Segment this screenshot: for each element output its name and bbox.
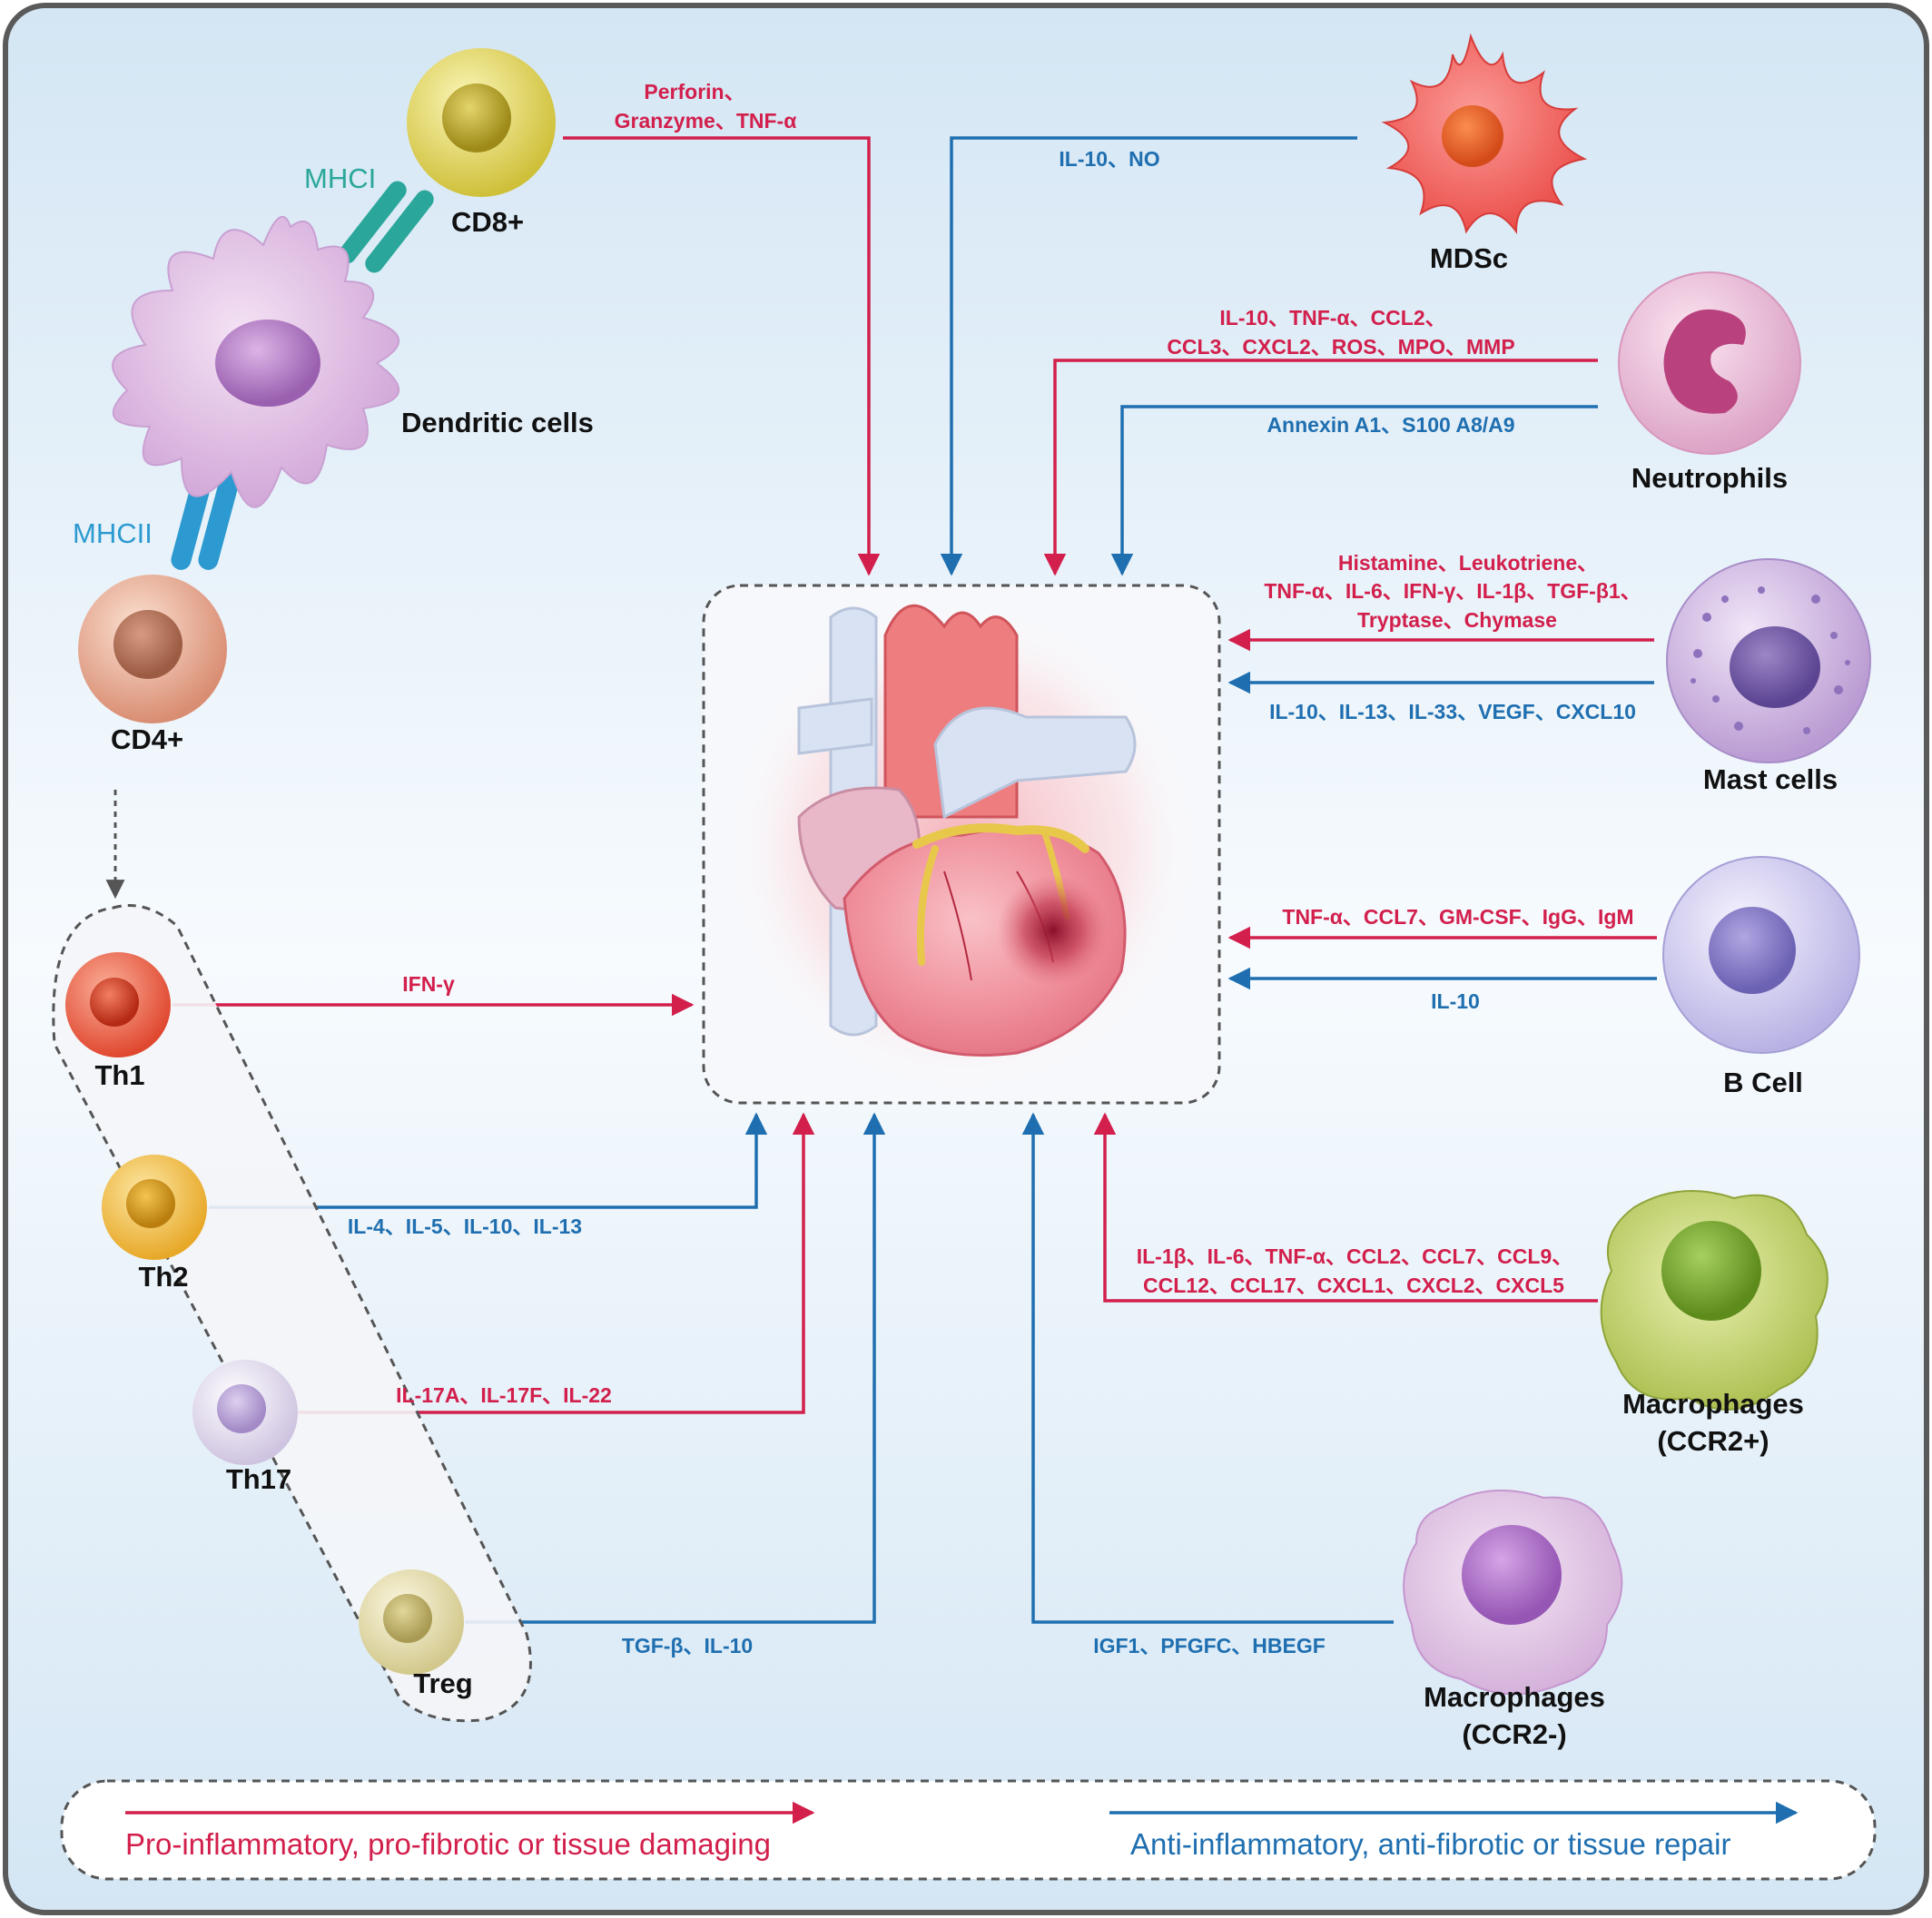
mast-pro-line1: Histamine、Leukotriene、	[1338, 551, 1598, 575]
th2-cell-icon	[102, 1155, 207, 1260]
heart-icon	[726, 604, 1198, 1094]
neutrophil-anti-mediators: Annexin A1、S100 A8/A9	[1267, 413, 1514, 437]
legend-anti-label: Anti-inflammatory, anti-fibrotic or tiss…	[1130, 1827, 1730, 1861]
mdsc-label: MDSc	[1430, 242, 1508, 274]
th2-mediators: IL-4、IL-5、IL-10、IL-13	[348, 1215, 582, 1238]
b-cell-anti-mediators: IL-10	[1431, 989, 1480, 1013]
legend-box	[60, 1779, 1877, 1881]
cd8-mediators-line2: Granzyme、TNF-α	[615, 109, 797, 133]
mast-cell-icon	[1666, 558, 1871, 763]
cd8-mediators-line1: Perforin、	[644, 80, 744, 103]
treg-label: Treg	[413, 1667, 472, 1699]
treg-arrow	[465, 1112, 886, 1624]
neutrophil-pro-line1: IL-10、TNF-α、CCL2、	[1219, 306, 1445, 330]
mdsc-arrow	[940, 136, 1357, 576]
macrophage-ccr2pos-icon	[1600, 1190, 1828, 1411]
macrophage-ccr2neg-label: Macrophages	[1424, 1681, 1605, 1713]
th1-mediators: IFN-γ	[402, 972, 455, 996]
legend-pro-label: Pro-inflammatory, pro-fibrotic or tissue…	[125, 1827, 771, 1861]
th17-cell-icon	[192, 1360, 298, 1465]
th2-label: Th2	[138, 1261, 188, 1293]
mhc1-label: MHCI	[304, 162, 376, 194]
th17-mediators: IL-17A、IL-17F、IL-22	[396, 1383, 612, 1407]
neutrophils-label: Neutrophils	[1631, 462, 1788, 494]
mast-cells-label: Mast cells	[1703, 763, 1838, 795]
macrophage-ccr2pos-line2: CCL12、CCL17、CXCL1、CXCL2、CXCL5	[1143, 1274, 1564, 1297]
dendritic-cell-icon	[112, 215, 400, 508]
t-helper-group	[52, 904, 532, 1723]
macrophage-ccr2pos-sublabel: (CCR2+)	[1657, 1425, 1769, 1457]
neutrophil-anti-arrow	[1110, 405, 1598, 576]
cd4-cell-icon	[78, 575, 227, 723]
mdsc-mediators: IL-10、NO	[1059, 147, 1159, 171]
cd8-label: CD8+	[451, 206, 524, 238]
mhc1-connector	[338, 181, 434, 273]
neutrophil-pro-arrow	[1043, 359, 1598, 576]
th2-arrow	[209, 1112, 768, 1209]
th1-cell-icon	[65, 952, 171, 1057]
cd8-cell-icon	[407, 48, 556, 197]
mast-pro-line3: Tryptase、Chymase	[1357, 608, 1557, 632]
macrophage-ccr2pos-arrow	[1093, 1112, 1598, 1303]
dendritic-label: Dendritic cells	[401, 407, 594, 438]
macrophage-ccr2neg-mediators: IGF1、PFGFC、HBEGF	[1093, 1634, 1326, 1657]
mhc2-label: MHCII	[73, 517, 153, 549]
macrophage-ccr2neg-icon	[1403, 1490, 1623, 1696]
mast-pro-line2: TNF-α、IL-6、IFN-γ、IL-1β、TGF-β1、	[1264, 579, 1641, 603]
mdsc-cell-icon	[1381, 33, 1588, 234]
macrophage-ccr2pos-line1: IL-1β、IL-6、TNF-α、CCL2、CCL7、CCL9、	[1137, 1244, 1573, 1268]
neutrophil-cell-icon	[1618, 271, 1801, 455]
macrophage-ccr2neg-sublabel: (CCR2-)	[1462, 1718, 1566, 1750]
macrophage-ccr2neg-arrow	[1021, 1112, 1394, 1624]
macrophage-ccr2pos-label: Macrophages	[1622, 1388, 1804, 1420]
cd8-arrow	[563, 136, 881, 576]
treg-mediators: TGF-β、IL-10	[622, 1634, 753, 1657]
cd4-label: CD4+	[111, 723, 183, 755]
b-cell-pro-mediators: TNF-α、CCL7、GM-CSF、IgG、IgM	[1282, 905, 1633, 929]
neutrophil-pro-line2: CCL3、CXCL2、ROS、MPO、MMP	[1167, 335, 1514, 359]
th17-arrow	[298, 1112, 815, 1414]
treg-cell-icon	[359, 1569, 464, 1675]
th17-label: Th17	[226, 1463, 291, 1495]
th1-label: Th1	[94, 1059, 144, 1091]
mast-anti-mediators: IL-10、IL-13、IL-33、VEGF、CXCL10	[1269, 700, 1636, 723]
b-cell-icon	[1662, 856, 1860, 1054]
b-cell-label: B Cell	[1723, 1067, 1803, 1098]
